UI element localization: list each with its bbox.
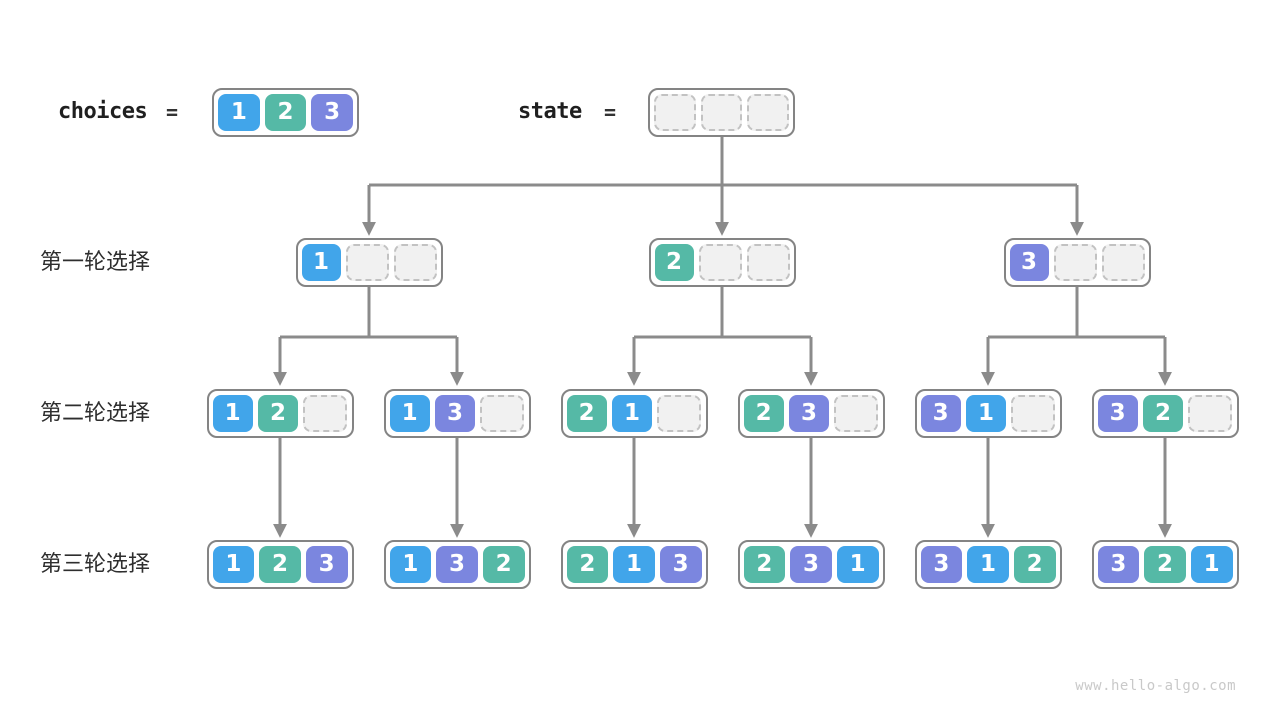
state-label: state bbox=[518, 99, 582, 124]
value-cell-3: 3 bbox=[920, 546, 963, 583]
value-cell-1: 1 bbox=[218, 94, 260, 131]
empty-slot-cell bbox=[698, 244, 742, 281]
value-cell-3: 3 bbox=[311, 94, 354, 131]
round-3-label: 第三轮选择 bbox=[40, 551, 151, 576]
empty-slot-cell bbox=[303, 395, 348, 432]
empty-slot-cell bbox=[1101, 244, 1145, 281]
state-equals-sign: = bbox=[604, 99, 616, 124]
empty-slot-cell bbox=[700, 94, 743, 131]
empty-slot-cell bbox=[1053, 244, 1097, 281]
value-cell-2: 2 bbox=[1013, 546, 1056, 583]
value-cell-1: 1 bbox=[212, 395, 253, 432]
empty-slot-cell bbox=[657, 395, 702, 432]
value-cell-1: 1 bbox=[965, 395, 1007, 432]
value-cell-1: 1 bbox=[836, 546, 879, 583]
value-cell-1: 1 bbox=[389, 395, 430, 432]
empty-slot-cell bbox=[1011, 395, 1056, 432]
round-1-label: 第一轮选择 bbox=[40, 249, 151, 274]
value-cell-2: 2 bbox=[482, 546, 525, 583]
value-cell-1: 1 bbox=[389, 546, 432, 583]
value-cell-3: 3 bbox=[659, 546, 702, 583]
round-2-label: 第二轮选择 bbox=[40, 400, 151, 425]
value-cell-2: 2 bbox=[257, 395, 299, 432]
value-cell-3: 3 bbox=[788, 395, 830, 432]
empty-slot-cell bbox=[654, 94, 696, 131]
empty-slot-cell bbox=[747, 94, 790, 131]
value-cell-3: 3 bbox=[920, 395, 961, 432]
state-box-round1-1: 1 bbox=[295, 238, 443, 287]
value-cell-3: 3 bbox=[1097, 395, 1138, 432]
value-cell-3: 3 bbox=[436, 546, 478, 583]
site-watermark: www.hello-algo.com bbox=[1075, 678, 1236, 694]
choices-label: choices bbox=[58, 99, 148, 124]
value-cell-2: 2 bbox=[1144, 546, 1186, 583]
value-cell-2: 2 bbox=[566, 546, 609, 583]
value-cell-2: 2 bbox=[743, 546, 786, 583]
value-cell-1: 1 bbox=[301, 244, 341, 281]
value-cell-1: 1 bbox=[613, 546, 655, 583]
value-cell-2: 2 bbox=[566, 395, 607, 432]
value-cell-3: 3 bbox=[790, 546, 832, 583]
value-cell-2: 2 bbox=[259, 546, 301, 583]
choices-equals-sign: = bbox=[166, 99, 178, 124]
empty-slot-cell bbox=[345, 244, 389, 281]
empty-slot-cell bbox=[1188, 395, 1233, 432]
state-array bbox=[648, 88, 795, 137]
value-cell-3: 3 bbox=[434, 395, 476, 432]
empty-slot-cell bbox=[746, 244, 790, 281]
empty-slot-cell bbox=[480, 395, 525, 432]
empty-slot-cell bbox=[393, 244, 437, 281]
value-cell-2: 2 bbox=[1142, 395, 1184, 432]
value-cell-3: 3 bbox=[305, 546, 348, 583]
value-cell-2: 2 bbox=[743, 395, 784, 432]
state-box-round1-3: 3 bbox=[1003, 238, 1151, 287]
value-cell-3: 3 bbox=[1009, 244, 1049, 281]
value-cell-1: 1 bbox=[967, 546, 1009, 583]
value-cell-2: 2 bbox=[654, 244, 694, 281]
value-cell-1: 1 bbox=[1190, 546, 1233, 583]
empty-slot-cell bbox=[834, 395, 879, 432]
state-box-round1-2: 2 bbox=[648, 238, 796, 287]
value-cell-3: 3 bbox=[1097, 546, 1140, 583]
value-cell-2: 2 bbox=[264, 94, 307, 131]
value-cell-1: 1 bbox=[212, 546, 255, 583]
value-cell-1: 1 bbox=[611, 395, 653, 432]
